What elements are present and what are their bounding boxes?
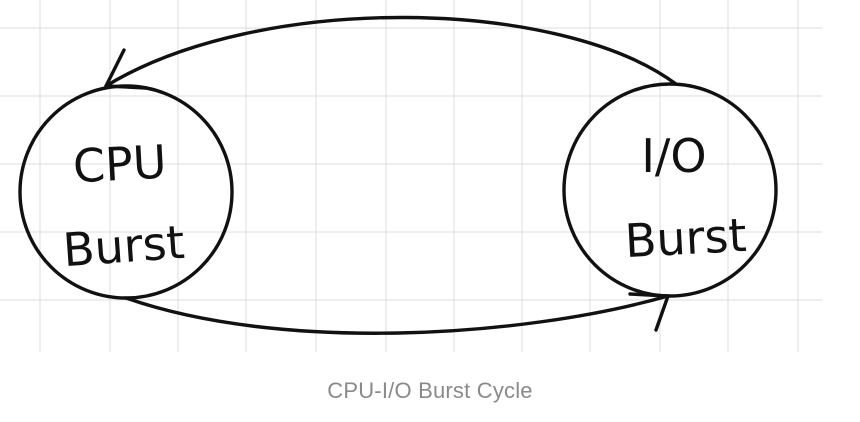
top-arc — [104, 15, 678, 88]
edge-io-to-cpu — [104, 15, 678, 90]
top-arrowhead — [104, 48, 148, 90]
bottom-arc — [124, 294, 670, 335]
io-burst-node: I/O Burst — [562, 82, 778, 298]
cpu-burst-label-line2: Burst — [61, 215, 186, 277]
edge-cpu-to-io — [124, 292, 670, 335]
io-burst-label-line2: Burst — [624, 208, 748, 268]
io-burst-circle — [562, 82, 778, 298]
bottom-arrowhead — [628, 292, 670, 332]
io-burst-label-line1: I/O — [641, 129, 706, 183]
background-grid — [0, 0, 822, 352]
figure-caption: CPU-I/O Burst Cycle — [327, 378, 533, 403]
cpu-burst-label-line1: CPU — [72, 135, 168, 194]
cpu-burst-node: CPU Burst — [18, 84, 234, 300]
burst-cycle-diagram: CPU Burst I/O Burst — [0, 0, 822, 352]
